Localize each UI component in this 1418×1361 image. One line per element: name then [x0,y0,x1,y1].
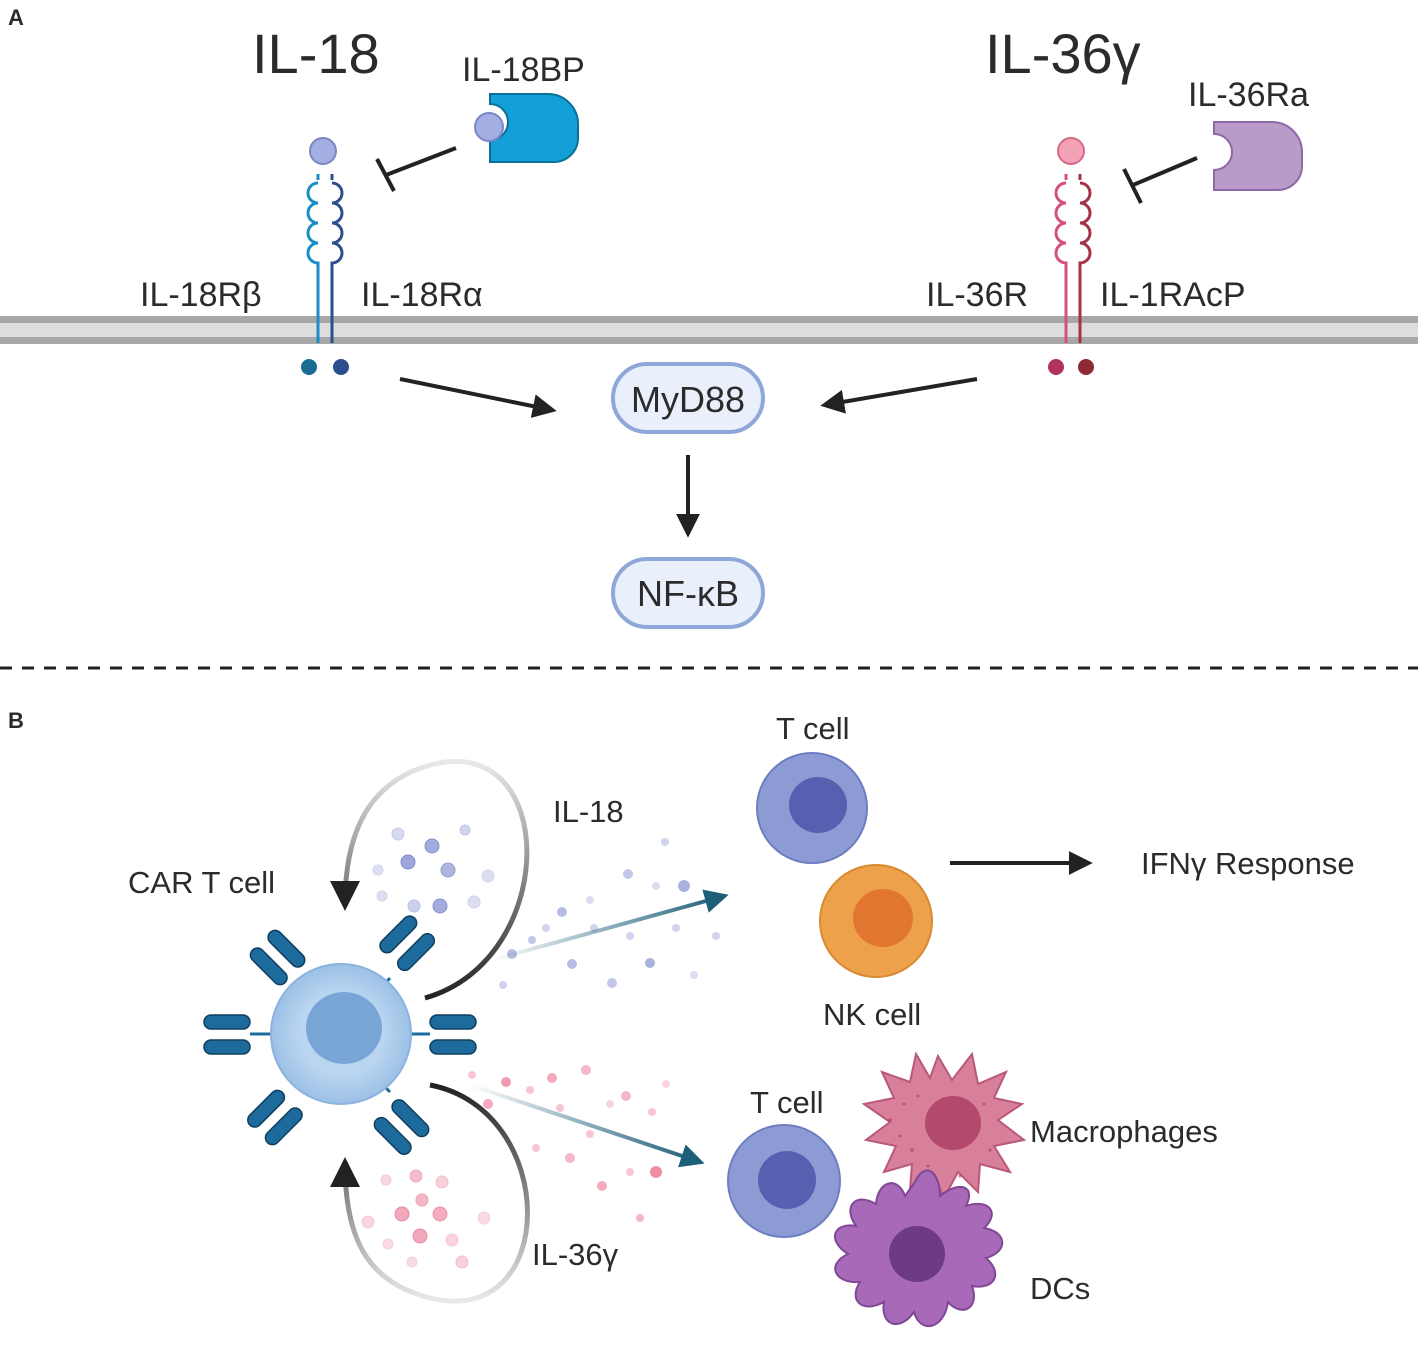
car-t-cell-icon [203,915,477,1155]
il18-title: IL-18 [252,22,380,85]
nfkb-box [611,557,765,629]
il18bp-inhibition-icon [375,146,457,192]
car-receptor-icons [203,915,477,1155]
myd88-box [611,362,765,434]
il36r-label: IL-36R [926,276,1028,314]
il18bp-icon [474,93,579,163]
il36g-cytokine-label: IL-36γ [532,1237,619,1272]
il36r-chain-icon [1054,174,1068,343]
il18-paracrine-dots [499,838,720,989]
il18-to-myd88-arrow [399,377,557,418]
dcs-label: DCs [1030,1271,1090,1306]
dendritic-cell-icon [834,1169,1004,1328]
t-cell-bottom-icon [727,1124,841,1238]
il36g-autocrine-arrow [330,1082,530,1304]
macrophage-icon [861,1051,1027,1201]
il18ra-label: IL-18Rα [361,276,483,314]
il36g-title: IL-36γ [985,22,1141,85]
il18rb-label: IL-18Rβ [140,276,262,314]
il18-ligand-icon [309,137,337,165]
myd88-label: MyD88 [631,379,745,420]
il18-autocrine-arrow [330,759,530,1001]
macrophages-label: Macrophages [1030,1114,1218,1149]
il18-receptor-complex [301,137,349,375]
il36ra-label: IL-36Ra [1188,76,1309,114]
il36-receptor-complex [1048,137,1094,375]
nfkb-label: NF-κB [637,573,739,614]
il36g-secreted-dots [361,1169,491,1269]
il36g-paracrine-arrow [469,1083,705,1168]
il18bp-label: IL-18BP [462,51,585,89]
il1racp-chain-icon [1078,174,1092,343]
t-cell-icon [756,752,868,864]
il18-cytokine-label: IL-18 [553,794,624,829]
t-cell-top-label: T cell [776,711,850,746]
ifng-response-label: IFNγ Response [1141,846,1355,881]
nk-cell-label: NK cell [823,997,921,1032]
t-cell-bottom-label: T cell [750,1085,824,1120]
panel-b-letter: B [8,708,24,733]
il18ra-chain-icon [330,174,344,343]
cell-membrane [0,316,1418,344]
il36g-paracrine-dots [468,1065,670,1222]
il36ra-icon [1213,121,1303,191]
il18rb-chain-icon [306,174,320,343]
il18-secreted-dots [372,824,495,914]
panel-a-letter: A [8,5,24,30]
il1racp-label: IL-1RAcP [1100,276,1246,314]
il36-to-myd88-arrow [820,377,978,414]
nk-cell-icon [819,864,933,978]
car-t-cell-label: CAR T cell [128,865,275,900]
il18-paracrine-arrow [491,889,729,962]
il36g-ligand-icon [1057,137,1085,165]
il36ra-inhibition-icon [1122,156,1198,204]
